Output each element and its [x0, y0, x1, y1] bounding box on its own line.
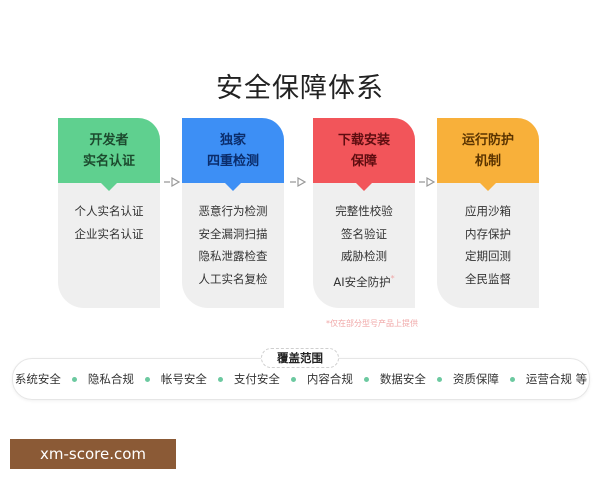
arrow-right-icon	[164, 176, 181, 188]
arrow-right-icon	[419, 176, 436, 188]
card-four-checks: 独家 四重检测 恶意行为检测 安全漏洞扫描 隐私泄露检查 人工实名复检	[182, 118, 284, 308]
bullet-dot-icon	[509, 376, 515, 382]
card-item: 企业实名认证	[74, 226, 144, 241]
bullet-dot-icon	[71, 376, 77, 382]
card-item: 人工实名复检	[198, 271, 268, 286]
card-item: 应用沙箱	[465, 204, 511, 218]
card-runtime-protection: 运行防护 机制 应用沙箱 内存保护 定期回测 全民监督	[437, 118, 539, 308]
bullet-dot-icon	[217, 376, 223, 382]
bullet-dot-icon	[290, 376, 296, 382]
bullet-dot-icon	[436, 376, 442, 382]
card-title-line1: 下载安装	[337, 132, 390, 148]
card-item-text: AI安全防护	[333, 274, 391, 289]
card-item: 完整性校验	[335, 204, 393, 218]
scope-item: 数据安全	[379, 372, 426, 386]
card-item: 定期回测	[465, 249, 511, 263]
card-item: 签名验证	[341, 226, 387, 241]
watermark: xm-score.com	[10, 439, 176, 469]
card-item: 隐私泄露检查	[198, 249, 268, 263]
card-body: 应用沙箱 内存保护 定期回测 全民监督	[437, 183, 539, 290]
card-body: 个人实名认证 企业实名认证	[58, 183, 160, 245]
card-header: 独家 四重检测	[182, 118, 284, 191]
bullet-dot-icon	[144, 376, 150, 382]
card-header: 运行防护 机制	[437, 118, 539, 191]
card-title-line1: 开发者	[89, 132, 129, 148]
card-title-line1: 运行防护	[461, 132, 514, 148]
card-title-line2: 机制	[474, 153, 501, 169]
footnote: *仅在部分型号产品上提供	[326, 319, 418, 328]
card-body: 恶意行为检测 安全漏洞扫描 隐私泄露检查 人工实名复检	[182, 183, 284, 290]
coverage-scope-bar: 系统安全 隐私合规 帐号安全 支付安全 内容合规 数据安全 资质保障 运营合规 …	[12, 358, 590, 400]
card-item: 恶意行为检测	[198, 204, 268, 218]
card-title-line2: 保障	[350, 153, 377, 169]
card-download-install: 下载安装 保障 完整性校验 签名验证 威胁检测 AI安全防护*	[313, 118, 415, 308]
page-title: 安全保障体系	[216, 73, 384, 104]
scope-item: 隐私合规	[87, 372, 134, 386]
card-developer-verification: 开发者 实名认证 个人实名认证 企业实名认证	[58, 118, 160, 308]
card-title-line2: 四重检测	[206, 153, 259, 169]
scope-item: 支付安全	[233, 372, 280, 386]
card-item: 安全漏洞扫描	[198, 226, 268, 241]
card-item: AI安全防护*	[333, 268, 394, 293]
bullet-dot-icon	[363, 376, 369, 382]
card-header: 开发者 实名认证	[58, 118, 160, 191]
scope-item: 内容合规	[306, 372, 353, 386]
scope-item: 系统安全	[14, 372, 61, 386]
scope-item: 运营合规 等	[525, 372, 588, 386]
card-title-line1: 独家	[219, 132, 246, 148]
scope-item: 资质保障	[452, 372, 499, 386]
card-header: 下载安装 保障	[313, 118, 415, 191]
card-item: 全民监督	[465, 271, 511, 286]
card-body: 完整性校验 签名验证 威胁检测 AI安全防护*	[313, 183, 415, 293]
card-item: 个人实名认证	[74, 204, 144, 218]
card-item: 内存保护	[465, 226, 511, 241]
card-item: 威胁检测	[341, 249, 387, 263]
card-title-line2: 实名认证	[82, 153, 135, 169]
footnote-mark: *	[390, 273, 395, 283]
coverage-scope-label: 覆盖范围	[261, 348, 339, 368]
scope-item: 帐号安全	[160, 372, 207, 386]
arrow-right-icon	[290, 176, 307, 188]
